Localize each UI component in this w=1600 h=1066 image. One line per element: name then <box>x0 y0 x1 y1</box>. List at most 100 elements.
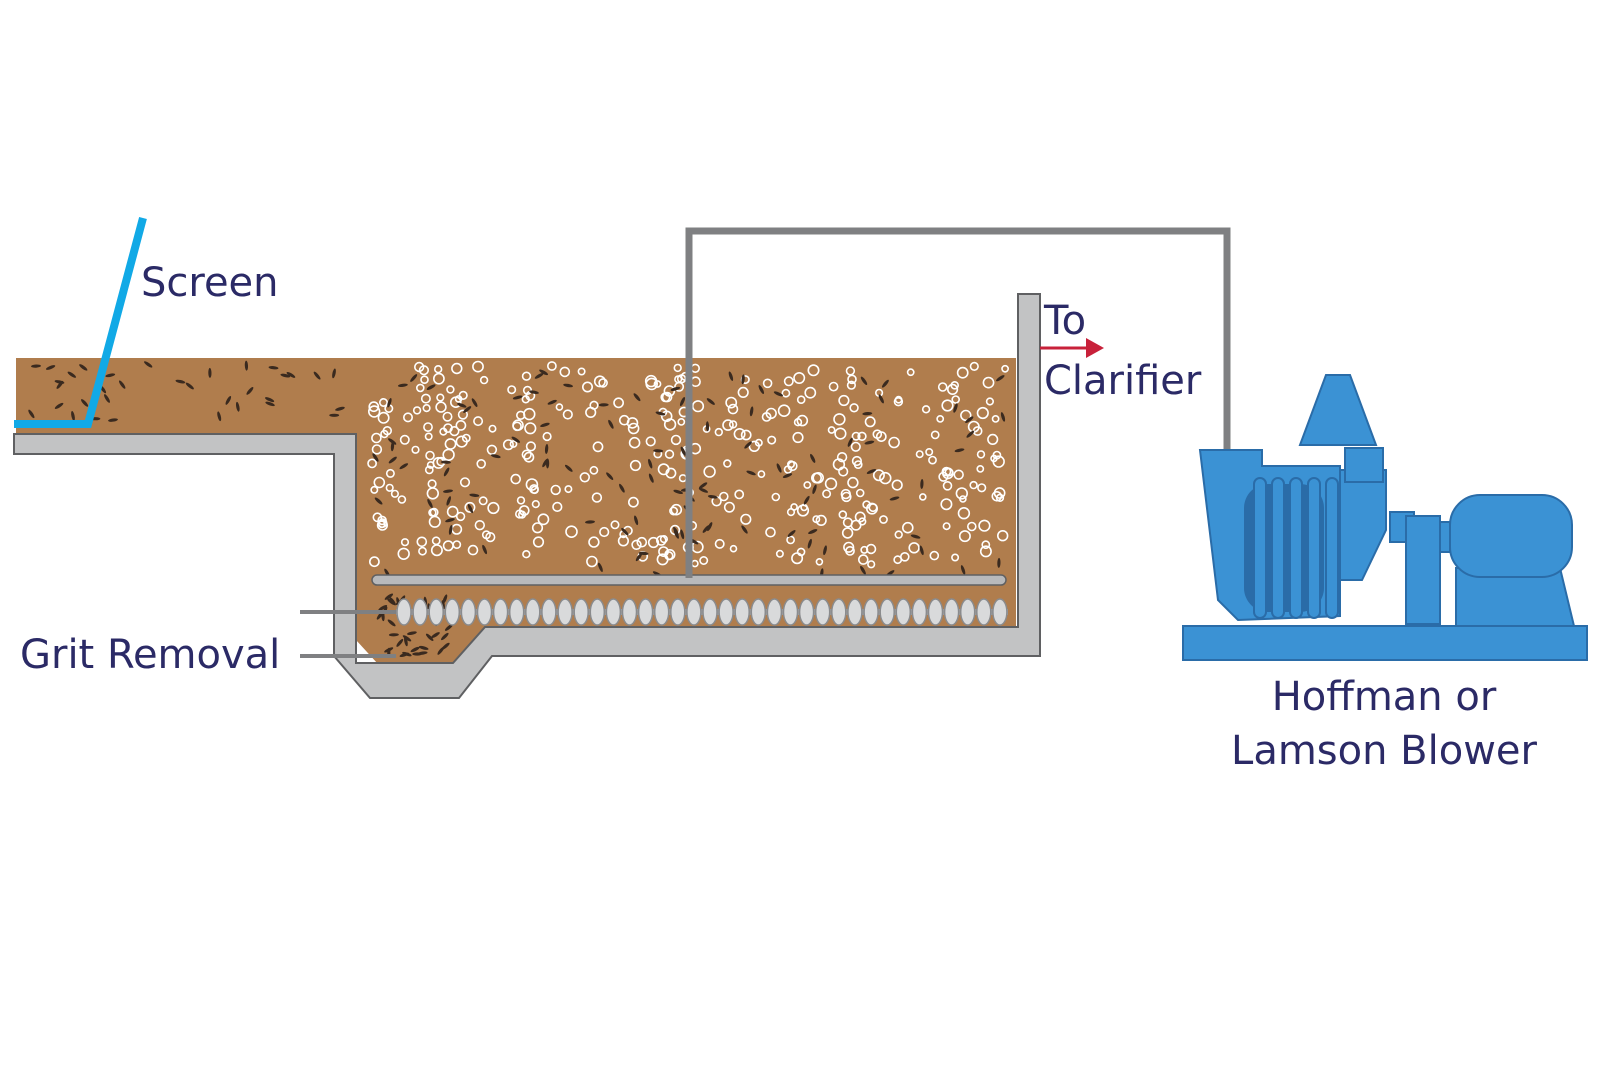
grit-particle <box>425 633 434 641</box>
grit-particle <box>71 410 75 421</box>
air-bubble <box>901 521 914 534</box>
air-bubble <box>485 531 496 543</box>
grit-particle <box>286 371 296 378</box>
grit-particle <box>606 472 614 481</box>
grit-particle <box>773 391 784 397</box>
grit-particle <box>564 464 573 472</box>
grit-particle <box>812 484 817 495</box>
air-bubble <box>378 397 388 407</box>
screw-flight <box>621 598 638 626</box>
air-bubble <box>740 513 752 525</box>
air-bubble <box>426 487 439 500</box>
air-bubble <box>502 439 514 451</box>
air-bubble <box>845 366 856 376</box>
screw-flight <box>412 598 428 626</box>
grit-particle <box>749 406 754 417</box>
grit-particle <box>185 382 194 390</box>
air-bubble <box>762 378 773 389</box>
grit-particle <box>471 398 478 407</box>
air-bubble <box>552 501 563 513</box>
grit-particle <box>776 463 782 473</box>
air-bubble <box>850 441 861 452</box>
air-bubble <box>565 525 578 539</box>
grit-particle <box>997 557 1001 568</box>
grit-particle <box>597 562 603 572</box>
grit-particle <box>670 386 681 391</box>
grit-particle <box>280 373 291 378</box>
air-bubble <box>531 522 544 534</box>
air-bubble <box>725 396 738 409</box>
grit-particle <box>441 632 449 641</box>
air-bubble <box>976 464 985 473</box>
grit-particle <box>803 495 810 505</box>
screw-flight <box>605 598 622 626</box>
air-bubble <box>807 364 820 377</box>
grit-particle <box>638 551 649 556</box>
air-bubble <box>729 544 738 553</box>
air-bubble <box>777 404 791 418</box>
air-bubble <box>691 400 705 413</box>
screw-flight <box>814 598 831 626</box>
grit-particle <box>264 397 275 403</box>
air-bubble <box>473 416 484 427</box>
air-bubble <box>397 495 407 504</box>
air-bubble <box>371 444 383 455</box>
air-bubble <box>796 395 806 405</box>
air-bubble <box>956 366 969 379</box>
air-bubble <box>936 414 945 423</box>
air-bubble <box>631 539 642 550</box>
grit-particle <box>388 456 397 464</box>
air-bubble <box>670 503 683 516</box>
screw-flight <box>396 598 412 626</box>
air-bubble <box>617 535 630 547</box>
air-bubble <box>531 500 540 509</box>
grit-particles <box>28 360 1006 658</box>
screw-flight <box>895 598 912 626</box>
grit-particle <box>698 487 709 493</box>
screw-flight <box>976 598 992 626</box>
air-bubble <box>385 483 394 492</box>
air-bubble <box>674 381 685 392</box>
air-bubble <box>699 555 709 565</box>
grit-particle <box>782 473 793 478</box>
grit-particle <box>313 371 321 380</box>
air-bubble <box>451 362 463 375</box>
screw-flight <box>992 598 1008 626</box>
grit-particle <box>384 593 394 600</box>
air-bubble <box>628 496 639 508</box>
air-bubble <box>894 530 903 539</box>
air-bubble <box>367 458 377 469</box>
air-bubble <box>990 454 998 463</box>
grit-particle <box>402 635 412 642</box>
air-bubble <box>628 436 641 449</box>
grit-particle <box>996 375 1005 382</box>
air-bubble <box>373 476 386 489</box>
air-bubble <box>411 445 420 454</box>
grit-particle <box>332 368 336 379</box>
air-bubble <box>733 427 746 440</box>
grit-particle <box>608 419 614 429</box>
grit-particle <box>31 364 41 368</box>
grit-particle <box>598 403 609 407</box>
grit-particle <box>707 495 718 499</box>
screw-flight <box>911 598 928 626</box>
air-bubble <box>442 411 453 422</box>
air-bubble <box>792 431 804 444</box>
air-bubble <box>832 458 846 471</box>
grit-particle <box>910 534 921 539</box>
air-bubble <box>402 412 413 423</box>
air-bubble <box>942 467 954 480</box>
air-bubble <box>586 555 598 568</box>
air-bubble <box>677 417 686 426</box>
grit-particle <box>54 402 64 409</box>
air-bubble <box>472 360 484 373</box>
air-bubble <box>418 546 427 556</box>
air-bubble <box>906 368 915 377</box>
grit-particle <box>467 504 474 514</box>
screw-flight <box>686 598 702 626</box>
air-bubble <box>644 374 658 388</box>
air-bubble <box>370 485 379 494</box>
grit-particle <box>746 470 756 476</box>
air-bubble <box>390 489 400 498</box>
air-bubble <box>371 432 382 444</box>
